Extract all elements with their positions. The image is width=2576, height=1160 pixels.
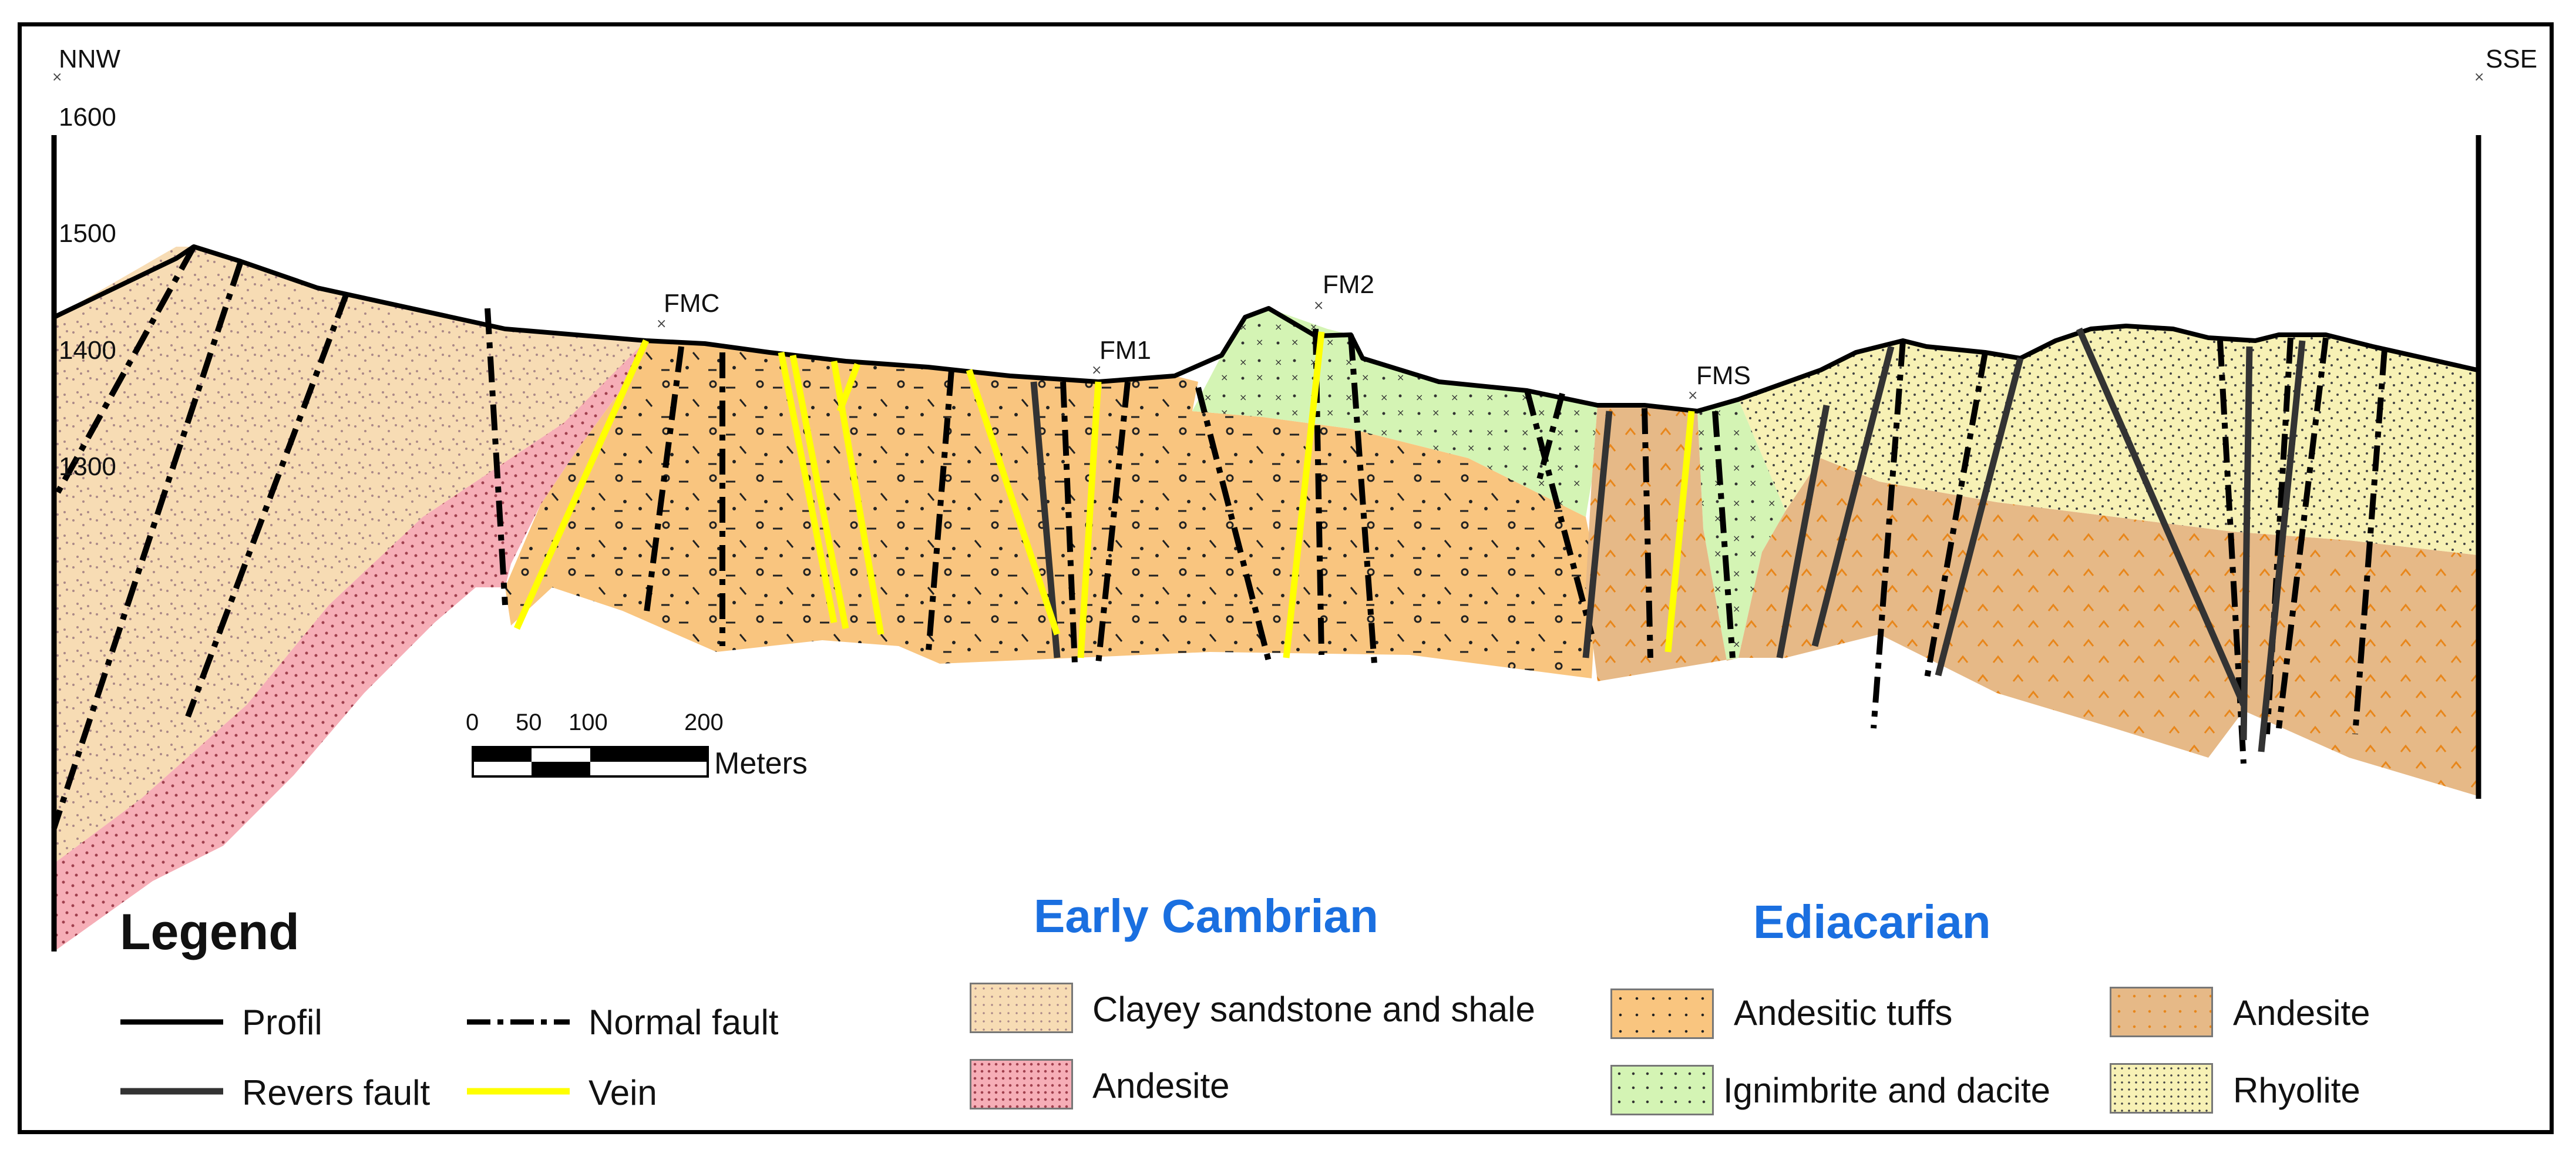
- veins: [513, 331, 1695, 658]
- legend-profil-label: Profil: [242, 1003, 322, 1042]
- swatch-andesite-cambrian: [970, 1059, 1073, 1109]
- legend-title: Legend: [120, 904, 300, 960]
- well-markers: × × × × × ×: [52, 70, 2484, 403]
- scale-unit: Meters: [714, 747, 808, 781]
- scale-bar-graphic: [472, 746, 709, 778]
- well-fmc: FMC: [664, 289, 720, 318]
- unit-andesite-cambrian: [54, 341, 646, 951]
- legend-andesitic-tuffs-label: Andesitic tuffs: [1734, 993, 1953, 1033]
- reverse-faults: [1030, 327, 2306, 752]
- well-fms: FMS: [1696, 361, 1751, 390]
- scale-tick-0: 0: [466, 710, 479, 735]
- legend-andesite-cambrian-label: Andesite: [1092, 1066, 1230, 1105]
- svg-text:×: ×: [1091, 363, 1102, 378]
- swatch-ignimbrite-dacite: [1610, 1065, 1714, 1115]
- swatch-rhyolite: [2110, 1063, 2213, 1114]
- well-fm1: FM1: [1099, 336, 1151, 365]
- unit-ignimbrite-dacite: [1192, 308, 1785, 661]
- swatch-andesite-ediacaran: [2110, 987, 2213, 1037]
- sse-label: SSE: [2486, 45, 2538, 73]
- legend-normal-fault-label: Normal fault: [588, 1003, 779, 1042]
- normal-faults: [51, 245, 2387, 829]
- profile-line: [53, 244, 2478, 413]
- elevation-1300: 1300: [59, 452, 116, 481]
- legend-andesite-ediacaran-label: Andesite: [2233, 993, 2370, 1033]
- well-fm2: FM2: [1323, 270, 1374, 299]
- svg-text:×: ×: [52, 70, 62, 85]
- scale-tick-100: 100: [569, 710, 608, 735]
- era-ediacarian: Ediacarian: [1753, 896, 1991, 948]
- scale-tick-200: 200: [684, 710, 724, 735]
- figure-frame: [18, 22, 2554, 1134]
- legend-clayey-sandstone-label: Clayey sandstone and shale: [1092, 990, 1535, 1029]
- swatch-clayey-sandstone: [970, 983, 1073, 1033]
- legend-vein-label: Vein: [588, 1073, 657, 1112]
- svg-text:×: ×: [1687, 388, 1698, 403]
- nnw-label: NNW: [59, 45, 121, 73]
- swatch-andesitic-tuffs: [1610, 988, 1714, 1039]
- svg-text:×: ×: [2474, 70, 2484, 85]
- legend-ignimbrite-dacite-label: Ignimbrite and dacite: [1723, 1071, 2050, 1110]
- svg-text:×: ×: [656, 317, 667, 331]
- legend-line-samples: [120, 1019, 570, 1095]
- era-early-cambrian: Early Cambrian: [1034, 890, 1378, 942]
- unit-clayey-sandstone: [54, 247, 646, 863]
- elevation-1600: 1600: [59, 103, 116, 132]
- elevation-1500: 1500: [59, 219, 116, 248]
- elevation-1400: 1400: [59, 336, 116, 365]
- legend-revers-fault-label: Revers fault: [242, 1073, 431, 1112]
- unit-andesitic-tuffs: [505, 341, 1598, 678]
- svg-text:×: ×: [1313, 298, 1324, 313]
- scale-tick-50: 50: [516, 710, 542, 735]
- legend-rhyolite-label: Rhyolite: [2233, 1071, 2360, 1110]
- unit-rhyolite: [1738, 326, 2477, 555]
